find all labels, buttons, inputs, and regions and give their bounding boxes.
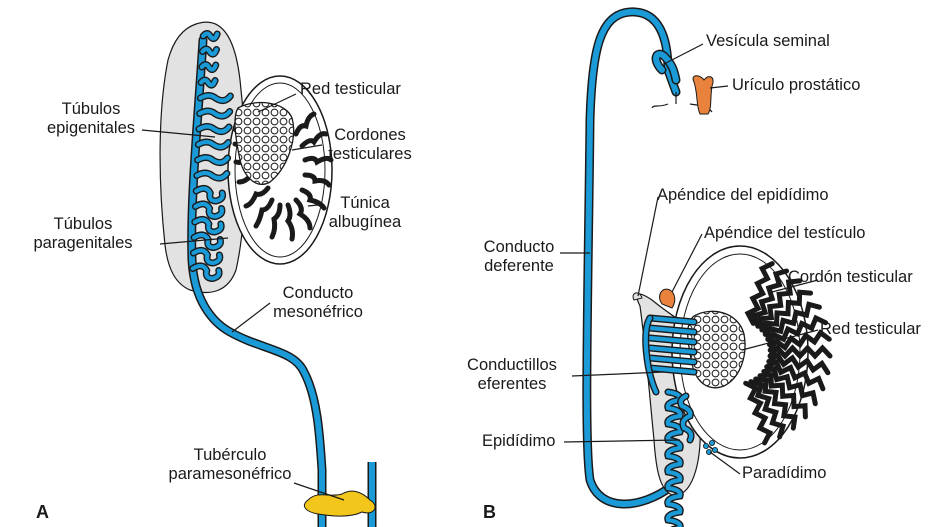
label-epididimo: Epidídimo [482,432,555,451]
label-apendice-testiculo: Apéndice del testículo [704,224,865,243]
label-red-testicular-b: Red testicular [820,320,921,339]
panel-label-b: B [483,502,496,523]
prostatic-utricle [693,76,713,114]
label-apendice-epididimo: Apéndice del epidídimo [657,186,829,205]
label-uriculo-prostatico: Urículo prostático [732,76,860,95]
label-vesicula-seminal: Vesícula seminal [706,32,830,51]
label-cordon-testicular: Cordón testicular [788,268,913,287]
label-paradidimo: Paradídimo [742,464,826,483]
panel-label-a: A [36,502,49,523]
label-red-testicular-a: Red testicular [300,80,401,99]
paramesonephric-tubercle [304,491,375,516]
